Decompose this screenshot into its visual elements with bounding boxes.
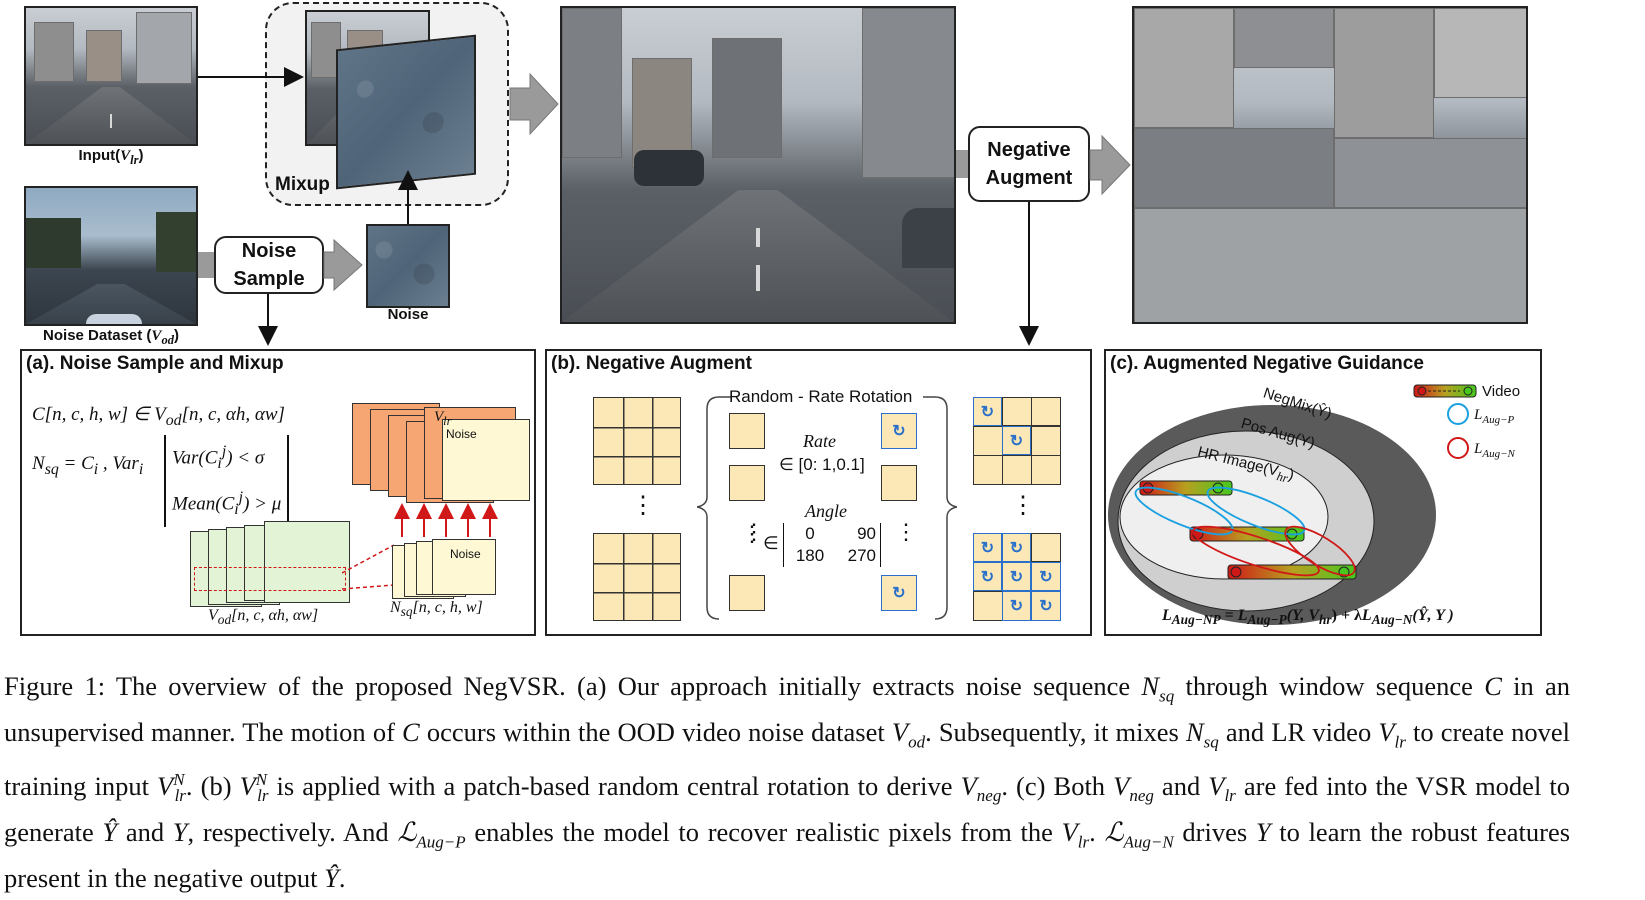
red-up-arrows [394, 503, 498, 537]
noise-patch [366, 224, 450, 308]
angle-in: ∈ [763, 533, 779, 553]
braces [697, 396, 957, 620]
equation-nsq: Nsq = Ci , Vari [32, 453, 144, 478]
dataset-to-noise-sample-stub [198, 252, 214, 278]
grid-right-dots: ⋮ [1011, 492, 1035, 519]
vod-stack [190, 521, 360, 611]
mixup-label: Mixup [275, 174, 330, 195]
noise-sample-to-noise-arrow [323, 238, 363, 292]
mixed-frame-image [560, 6, 956, 324]
panel-a: (a). Noise Sample and Mixup C[n, c, h, w… [20, 349, 536, 636]
panel-b: (b). Negative Augment ⋮ Random - Rate Ro… [545, 349, 1092, 636]
figure-caption: Figure 1: The overview of the proposed N… [4, 671, 1571, 894]
equation-window: C[n, c, h, w] ∈ Vod[n, c, αh, αw] [32, 404, 285, 429]
grid-right-bottom: ↻ ↻ ↻ ↻ ↻ ↻ ↻ [973, 533, 1061, 621]
negative-frame-image [1132, 6, 1528, 324]
angle-label: Angle [805, 501, 847, 521]
legend-video-label: Video [1482, 383, 1521, 400]
panel-b-title: (b). Negative Augment [551, 353, 752, 374]
patch-4 [881, 465, 917, 501]
rotated-patch-2: ↻ [881, 575, 917, 611]
noise-dataset-image [24, 186, 198, 326]
top-connectors [198, 67, 1131, 346]
rate-range: ∈ [0: 1,0.1] [779, 455, 865, 474]
patch-1 [729, 413, 765, 449]
guidance-diagram [1108, 384, 1477, 625]
loss-formula: LAug−NP = LAug−P(Y, Vhr) + λLAug−N(Ŷ, Y … [1162, 607, 1454, 628]
angle-dots-left: ⋮ [743, 519, 765, 544]
rotated-patch-1: ↻ [881, 413, 917, 449]
noise-dataset-label: Noise Dataset (Vod) [43, 327, 179, 347]
grid-left-dots: ⋮ [631, 492, 655, 519]
grid-left-bottom [593, 533, 681, 621]
panel-c-title: (c). Augmented Negative Guidance [1110, 353, 1424, 374]
crop-lines [342, 544, 395, 590]
nsq-caption: Nsq[n, c, h, w] [390, 599, 483, 620]
grid-right-top: ↻ ↻ [973, 397, 1061, 485]
noise-label: Noise [387, 306, 429, 323]
panel-c: (c). Augmented Negative Guidance [1104, 349, 1542, 636]
legend-ln-label: LAug−N [1474, 441, 1515, 460]
input-label: Input(Vlr) [78, 147, 144, 167]
rate-label: Rate [803, 431, 836, 451]
brace-label: Random - Rate Rotation [729, 387, 913, 406]
patch-3 [729, 575, 765, 611]
legend-lp-label: LAug−P [1474, 407, 1515, 426]
vod-caption: Vod[n, c, αh, αw] [208, 607, 319, 628]
patch-2 [729, 465, 765, 501]
angle-dots-right: ⋮ [895, 519, 917, 544]
equation-conditions: Var(Cij) < σ Mean(Cij) > μ [164, 435, 290, 528]
patch-dots: ⋮ [741, 521, 763, 546]
panel-a-title: (a). Noise Sample and Mixup [26, 353, 284, 374]
frame-to-negative-stub [956, 150, 968, 178]
input-image [24, 6, 198, 146]
mixed-stack: Vlr Noise [352, 403, 532, 503]
nsq-stack: Noise [392, 539, 502, 599]
mixup-to-frame-arrow [509, 72, 559, 136]
grid-left-top [593, 397, 681, 485]
negative-to-output-arrow [1089, 134, 1131, 196]
